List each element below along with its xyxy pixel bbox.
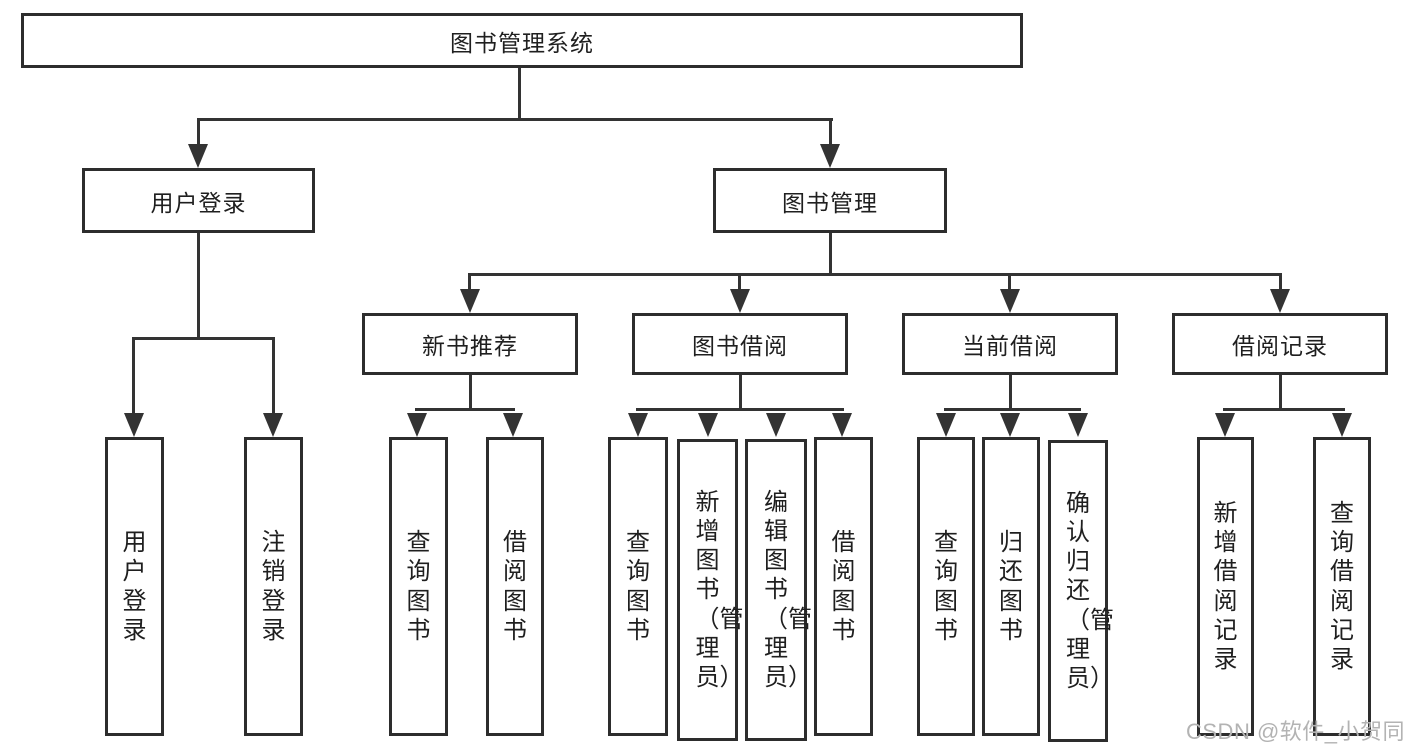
arrowhead [820,144,840,168]
node-book-borrow-label: 图书借阅 [692,333,788,359]
arrowhead [460,289,480,313]
node-book-borrow: 图书借阅 [632,313,848,375]
connector-line [469,375,472,411]
arrowhead [936,413,956,437]
arrowhead [1000,289,1020,313]
connector-line [739,375,742,411]
connector-line [415,408,515,411]
connector-line [829,118,832,146]
leaf-current-confirm-return-admin-label: 确认归还（管理员） [1066,489,1114,693]
connector-line [1008,273,1011,291]
node-book-management: 图书管理 [713,168,947,233]
connector-line [132,337,275,340]
leaf-current-return-books-label: 归还图书 [999,528,1023,644]
node-new-book-recommend: 新书推荐 [362,313,578,375]
arrowhead [1270,289,1290,313]
node-book-management-label: 图书管理 [782,189,878,216]
connector-line [944,408,1081,411]
arrowhead [1332,413,1352,437]
arrowhead [766,413,786,437]
connector-line [1223,408,1345,411]
node-current-borrow-label: 当前借阅 [962,333,1058,359]
connector-line [468,273,1282,276]
arrowhead [407,413,427,437]
arrowhead [698,413,718,437]
leaf-borrow-edit-books-admin: 编辑图书（管理员） [745,439,812,741]
arrowhead [124,413,144,437]
arrowhead [1068,413,1088,437]
leaf-borrow-edit-books-admin-label: 编辑图书（管理员） [764,488,812,692]
arrowhead [263,413,283,437]
leaf-user-login-label: 用户登录 [122,528,147,644]
node-library-system-label: 图书管理系统 [450,29,594,56]
leaf-current-confirm-return-admin: 确认归还（管理员） [1048,440,1114,742]
connector-line [829,233,832,276]
node-new-book-recommend-label: 新书推荐 [422,333,518,359]
arrowhead [628,413,648,437]
arrowhead [730,289,750,313]
connector-line [197,118,200,146]
arrowhead [832,413,852,437]
connector-line [197,118,833,121]
leaf-borrow-add-books-admin: 新增图书（管理员） [677,439,744,741]
arrowhead [1000,413,1020,437]
leaf-recommend-borrow-books: 借阅图书 [486,437,544,736]
arrowhead [188,144,208,168]
leaf-records-query-record: 查询借阅记录 [1313,437,1371,736]
leaf-borrow-query-books-label: 查询图书 [626,528,650,644]
connector-line [468,273,471,291]
connector-line [636,408,844,411]
connector-line [132,337,135,415]
leaf-logout: 注销登录 [244,437,303,736]
connector-line [272,337,275,415]
node-borrow-records: 借阅记录 [1172,313,1388,375]
leaf-logout-label: 注销登录 [261,528,286,644]
leaf-borrow-add-books-admin-label: 新增图书（管理员） [695,488,744,692]
leaf-user-login: 用户登录 [105,437,164,736]
node-user-login: 用户登录 [82,168,315,233]
leaf-current-return-books: 归还图书 [982,437,1040,736]
connector-line [738,273,741,291]
leaf-recommend-borrow-books-label: 借阅图书 [503,528,527,644]
connector-line [1279,375,1282,411]
leaf-borrow-borrow-books: 借阅图书 [814,437,873,736]
leaf-records-query-record-label: 查询借阅记录 [1330,499,1354,674]
connector-line [518,68,521,121]
leaf-borrow-borrow-books-label: 借阅图书 [831,528,856,644]
leaf-records-add-record-label: 新增借阅记录 [1213,499,1238,674]
node-borrow-records-label: 借阅记录 [1232,333,1328,359]
watermark: CSDN @软件_小贺同学 [1186,719,1405,744]
leaf-current-query-books-label: 查询图书 [934,528,958,644]
connector-line [197,233,200,340]
connector-line [1009,375,1012,411]
node-user-login-label: 用户登录 [150,189,247,216]
leaf-current-query-books: 查询图书 [917,437,975,736]
leaf-recommend-query-books-label: 查询图书 [406,528,431,644]
leaf-recommend-query-books: 查询图书 [389,437,448,736]
leaf-records-add-record: 新增借阅记录 [1197,437,1254,736]
leaf-borrow-query-books: 查询图书 [608,437,668,736]
node-current-borrow: 当前借阅 [902,313,1118,375]
arrowhead [503,413,523,437]
arrowhead [1215,413,1235,437]
node-library-system: 图书管理系统 [21,13,1023,68]
connector-line [1279,273,1282,291]
